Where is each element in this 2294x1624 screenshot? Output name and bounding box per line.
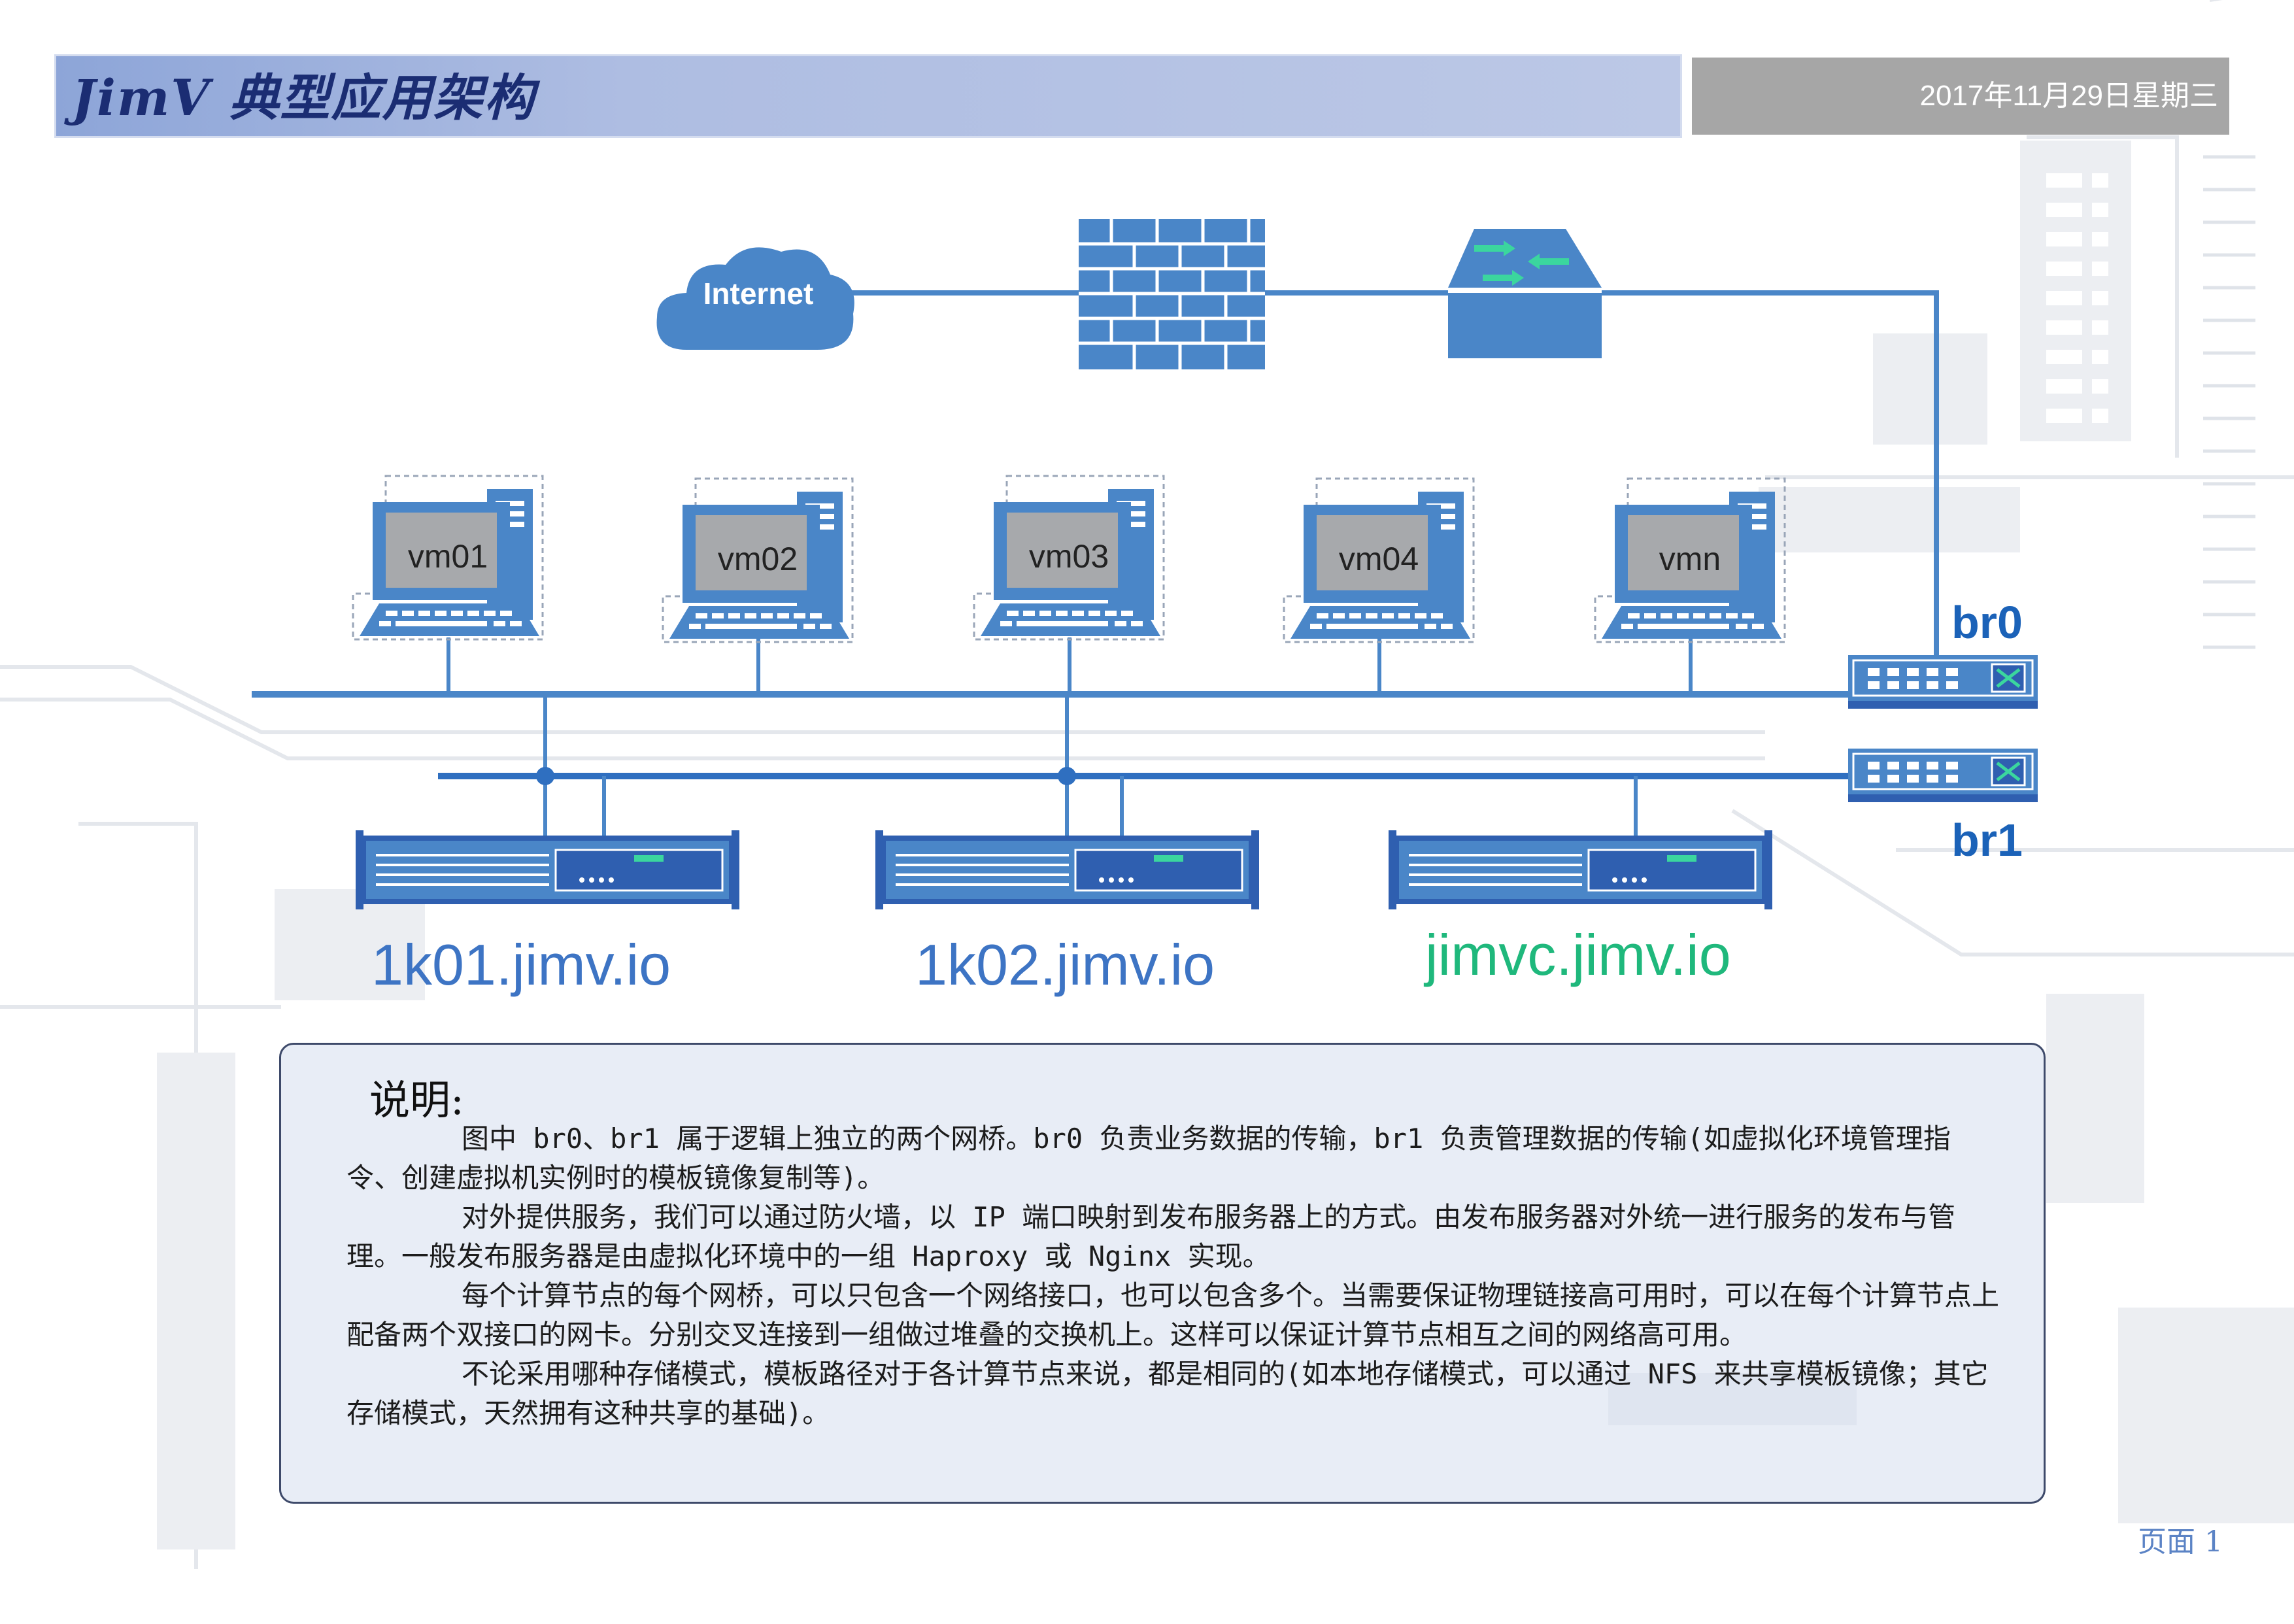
server-label-1k02: 1k02.jimv.io	[915, 932, 1215, 997]
firewall-icon	[1079, 219, 1265, 369]
date-label: 2017年11月29日星期三	[1919, 80, 2219, 112]
vm-drop-lines	[447, 637, 1693, 694]
vm-icon-n: vmn	[1594, 477, 1786, 643]
page-number: 页面 1	[2138, 1525, 2223, 1559]
vm-label: vm04	[1339, 541, 1419, 577]
vm-icon-01: vm01	[352, 475, 544, 641]
notes-paragraph: 图中 br0、br1 属于逻辑上独立的两个网桥。br0 负责业务数据的传输，br…	[346, 1123, 1951, 1194]
title-bar	[54, 54, 1682, 138]
server-icon-1k02	[874, 829, 1260, 911]
vm-icon-04: vm04	[1283, 477, 1475, 643]
server-label-1k01: 1k01.jimv.io	[371, 932, 671, 997]
page-title: JimV 典型应用架构	[72, 69, 535, 127]
vm-label: vm02	[718, 541, 798, 577]
notes-paragraph: 对外提供服务，我们可以通过防火墙，以 IP 端口映射到发布服务器上的方式。由发布…	[346, 1201, 1956, 1272]
router-icon	[1448, 229, 1602, 358]
notes-box	[279, 1043, 2046, 1504]
server-label-jimvc: jimvc.jimv.io	[1425, 922, 1731, 987]
switch-br0-icon	[1848, 655, 2038, 709]
vm-icon-03: vm03	[973, 475, 1165, 641]
internet-cloud-icon: Internet	[656, 247, 854, 350]
vm-label: vmn	[1659, 541, 1721, 577]
br1-label: br1	[1951, 815, 2023, 866]
server-icon-1k01	[354, 829, 741, 911]
vm-label: vm01	[408, 538, 488, 575]
notes-paragraph: 每个计算节点的每个网桥，可以只包含一个网络接口，也可以包含多个。当需要保证物理链…	[346, 1279, 2000, 1351]
server-icon-jimvc	[1387, 829, 1774, 911]
notes-paragraph: 不论采用哪种存储模式，模板路径对于各计算节点来说，都是相同的(如本地存储模式，可…	[346, 1358, 1989, 1429]
internet-label: Internet	[703, 277, 814, 311]
notes-body: 图中 br0、br1 属于逻辑上独立的两个网桥。br0 负责业务数据的传输，br…	[346, 1119, 2000, 1433]
wan-link-lines	[850, 290, 1939, 660]
date-bar	[1692, 58, 2229, 135]
vm-icon-02: vm02	[662, 477, 854, 643]
br0-label: br0	[1951, 597, 2023, 648]
switch-br1-icon	[1848, 749, 2038, 802]
vm-label: vm03	[1029, 538, 1109, 575]
notes-heading: 说明:	[369, 1076, 464, 1124]
